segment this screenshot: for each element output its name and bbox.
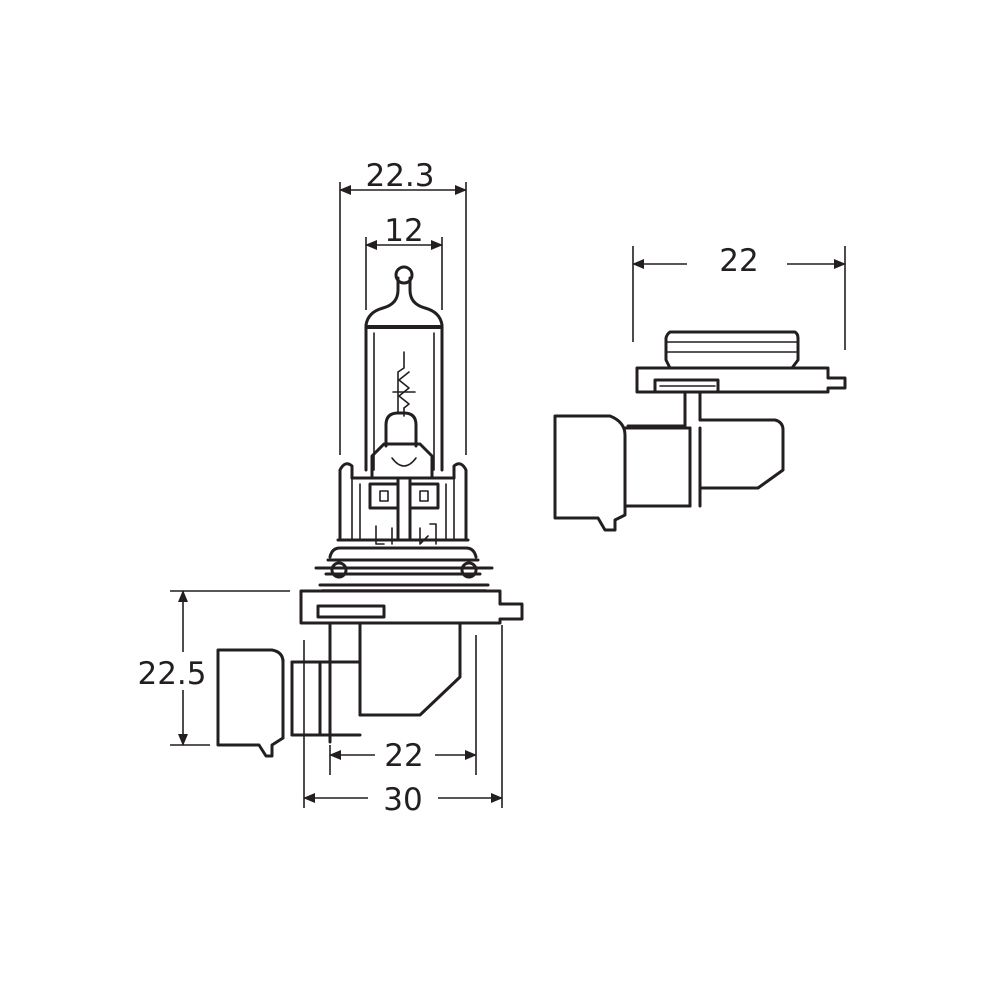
electrical-connector (216, 648, 362, 758)
dimension-socket-width: 22 (329, 635, 477, 775)
base-collar (336, 442, 470, 545)
filament (384, 351, 418, 448)
label-socket-width: 22 (384, 738, 423, 774)
base-plate (299, 589, 524, 625)
dimension-bulb-width: 22.3 (339, 158, 467, 455)
dimension-total-width: 30 (303, 625, 503, 818)
label-bulb-width: 22.3 (365, 158, 434, 194)
front-view-bulb (216, 265, 524, 758)
socket-body (328, 621, 462, 744)
side-view-bulb (553, 330, 847, 532)
dimension-side-view-width: 22 (632, 243, 846, 350)
label-connector-height: 22.5 (137, 656, 206, 692)
label-capsule-width: 12 (384, 213, 423, 249)
flange (314, 546, 494, 591)
label-total-width: 30 (383, 782, 422, 818)
label-side-view-width: 22 (719, 243, 758, 279)
glass-capsule (364, 265, 444, 472)
dimension-connector-height: 22.5 (137, 590, 290, 746)
dimension-capsule-width: 12 (365, 213, 443, 310)
